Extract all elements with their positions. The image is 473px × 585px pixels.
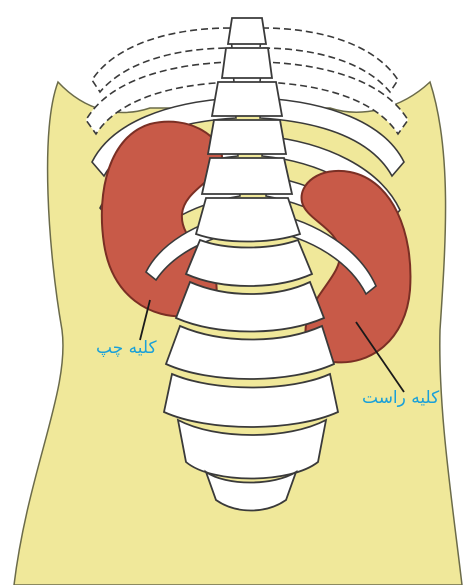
- right-kidney-label: کلیه راست: [362, 390, 439, 407]
- left-kidney-label: کلیه چپ: [96, 340, 157, 357]
